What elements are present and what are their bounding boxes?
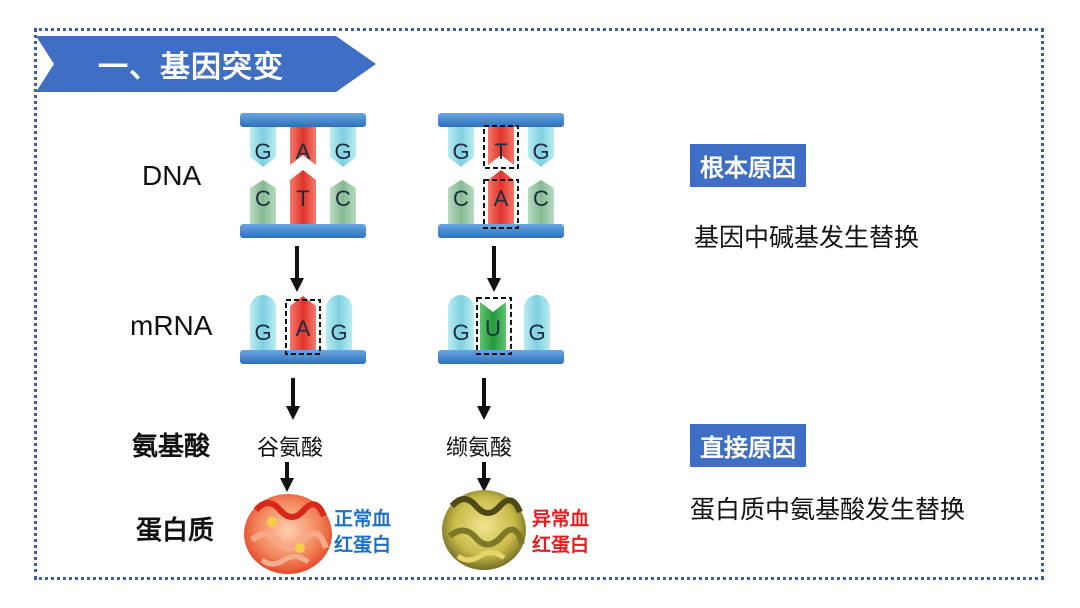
mrna-mutant-2: U [485,316,501,341]
direct-cause-badge: 直接原因 [690,424,806,467]
mrna-normal-3: G [330,320,347,345]
protein-label-normal-line2: 红蛋白 [334,534,392,556]
abnormal-hemoglobin-image [442,490,526,570]
arrow-mrna-to-aa-normal [286,378,300,420]
dna-normal-top-2: A [296,139,311,164]
row-label-amino-acid: 氨基酸 [132,432,211,462]
arrow-dna-to-mrna-mutant [487,246,501,292]
arrow-aa-to-protein-normal [280,462,294,492]
dna-mutant-top-2: T [494,139,507,164]
normal-hemoglobin-image [244,494,332,574]
arrow-dna-to-mrna-normal [290,246,304,292]
arrow-aa-to-protein-mutant [477,462,491,492]
row-label-dna: DNA [142,160,202,191]
mrna-mutant-3: G [528,320,545,345]
dna-normal-bottom-3: C [335,186,351,211]
mrna-normal-1: G [254,320,271,345]
dna-normal-bottom-2: T [296,186,309,211]
dna-normal-top-3: G [334,139,351,164]
slide-frame [34,28,1044,580]
amino-acid-normal: 谷氨酸 [257,436,324,461]
mrna-mutant-1: G [452,320,469,345]
fundamental-cause-badge: 根本原因 [690,144,806,187]
dna-normal [240,113,366,238]
mrna-normal-2: A [296,316,311,341]
mrna-mutant [438,295,564,364]
dna-mutant-bottom-2: A [494,186,509,211]
dna-mutant [438,113,564,238]
dna-normal-bottom-1: C [255,186,271,211]
dna-mutant-top-1: G [452,139,469,164]
page-title: 一、基因突变 [98,50,284,85]
dna-mutant-top-3: G [532,139,549,164]
fundamental-cause-text: 基因中碱基发生替换 [694,223,920,252]
direct-cause-text: 蛋白质中氨基酸发生替换 [690,495,966,524]
protein-label-mutant-line2: 红蛋白 [532,534,590,556]
dna-mutant-bottom-3: C [533,186,549,211]
protein-label-normal: 正常血 红蛋白 [334,506,391,558]
dna-mutant-bottom-1: C [453,186,469,211]
row-label-protein: 蛋白质 [136,516,215,546]
row-label-mrna: mRNA [130,310,213,341]
amino-acid-mutant: 缬氨酸 [446,436,513,461]
dna-normal-top-1: G [254,139,271,164]
title-banner [36,36,376,92]
mrna-normal [240,295,366,364]
protein-label-mutant: 异常血 红蛋白 [532,506,589,558]
arrow-mrna-to-aa-mutant [477,378,491,420]
protein-label-normal-line1: 正常血 [334,508,392,530]
protein-label-mutant-line1: 异常血 [532,508,590,530]
